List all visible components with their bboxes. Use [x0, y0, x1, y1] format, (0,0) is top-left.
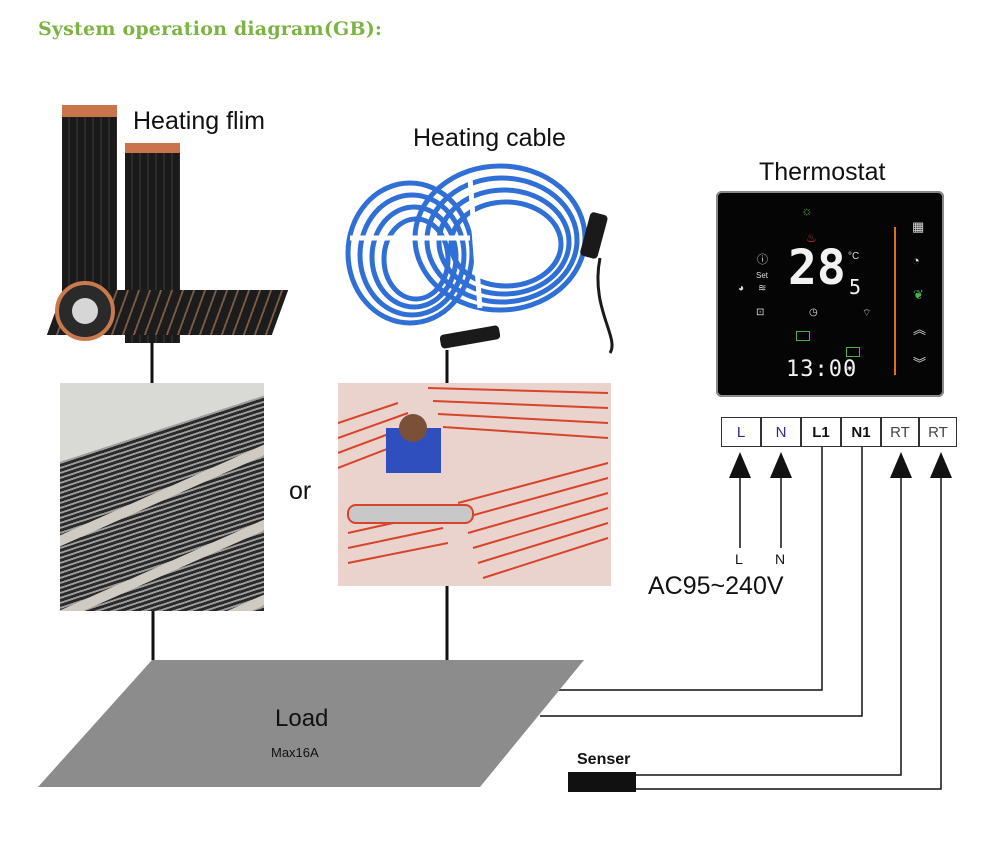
diagram-title: System operation diagram(GB):	[38, 18, 383, 40]
heating-film-label: Heating flim	[133, 107, 265, 135]
down-arrow-icon[interactable]: ︾	[913, 356, 927, 371]
sensor-probe	[568, 772, 636, 792]
heating-film-installation-photo	[60, 383, 264, 611]
input-n-label: N	[775, 551, 786, 567]
clock-icon[interactable]: ◔	[912, 253, 920, 268]
status-green-icon	[846, 347, 860, 357]
terminal-l1: L1	[801, 417, 841, 447]
input-l-label: L	[735, 551, 743, 567]
menu-grid-icon[interactable]: ▦	[912, 219, 925, 234]
heating-cable-image	[345, 163, 614, 354]
gauge-icon: ◕	[738, 283, 745, 294]
up-arrow-icon[interactable]: ︽	[913, 322, 927, 337]
terminal-n1: N1	[841, 417, 881, 447]
terminal-rt-1: RT	[881, 417, 919, 447]
load-max-label: Max16A	[271, 745, 319, 760]
flame-icon: ♨	[806, 231, 817, 245]
lock-icon: ⊡	[756, 307, 765, 318]
info-icon: ⓘ	[757, 254, 768, 266]
heating-cable-installation-photo	[338, 383, 611, 586]
terminal-rt-2: RT	[919, 417, 957, 447]
temperature-readout: 28	[788, 240, 846, 296]
set-label: Set	[756, 271, 769, 280]
timer-icon: ◷	[809, 307, 818, 318]
load-plane	[38, 660, 584, 787]
temperature-unit: °C	[848, 251, 860, 262]
time-readout: 13:00	[786, 357, 858, 382]
wifi-icon: ⌔	[862, 308, 872, 319]
thermostat-label: Thermostat	[759, 158, 886, 186]
voltage-label: AC95~240V	[648, 572, 784, 600]
heating-cable-label: Heating cable	[413, 124, 566, 152]
sun-icon: ☼	[801, 203, 813, 218]
load-label: Load	[275, 705, 329, 732]
battery-green-icon	[796, 331, 810, 341]
eco-leaf-icon[interactable]: ❦	[913, 287, 924, 302]
sensor-label: Senser	[577, 751, 631, 768]
or-label: or	[289, 477, 312, 505]
thermostat-device: ☼ ♨ ▦ ◔ ❦ ︽ ︾ ⓘ Set ≋ ◕ ⊡ ◷ ⌔ 28 5 °C 13…	[716, 191, 944, 397]
heat-wave-icon: ≋	[758, 283, 767, 294]
terminal-l: L	[721, 417, 761, 447]
temperature-decimal: 5	[849, 275, 862, 299]
ampm-label: AM	[846, 367, 855, 373]
terminal-n: N	[761, 417, 801, 447]
heating-film-image	[46, 95, 289, 345]
